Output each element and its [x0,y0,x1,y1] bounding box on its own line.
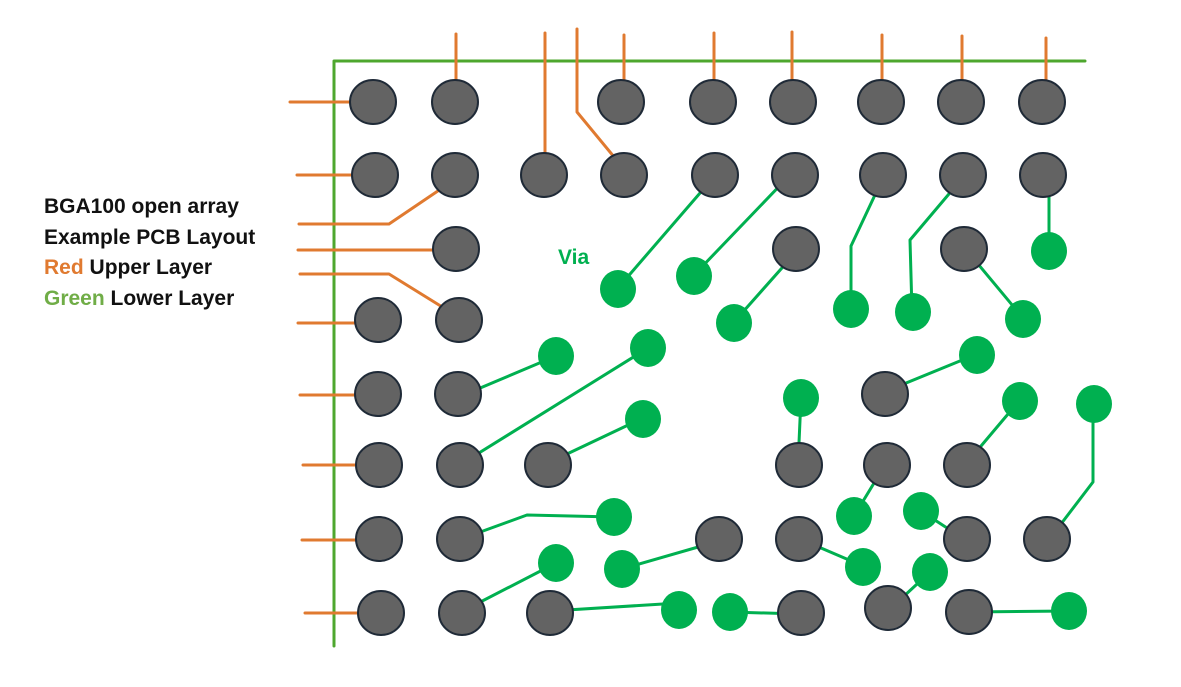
bga-ball [351,152,399,198]
via [1031,232,1067,270]
bga-ball [857,79,905,125]
legend-upper-keyword: Red [44,256,84,279]
bga-ball [1018,79,1066,125]
bga-ball [943,442,991,488]
upper-layer-trace [298,272,462,320]
legend-upper-layer: Red Upper Layer [44,253,255,284]
lower-layer-trace [849,178,884,311]
bga-ball [355,442,403,488]
via [895,293,931,331]
bga-ball [431,79,479,125]
via [625,400,661,438]
legend: BGA100 open array Example PCB Layout Red… [44,192,255,314]
bga-ball [355,516,403,562]
via [596,498,632,536]
bga-ball [526,590,574,636]
bga-ball [435,297,483,343]
bga-ball [772,226,820,272]
bga-ball [939,152,987,198]
bga-ball [436,442,484,488]
bga-ball [354,297,402,343]
lower-layer-trace [616,176,715,290]
upper-layer-trace [297,174,462,226]
legend-lower-layer: Green Lower Layer [44,284,255,315]
board-outline [332,59,1087,648]
bga-ball [775,442,823,488]
via [676,257,712,295]
upper-layer-trace [575,27,626,171]
bga-ball [434,371,482,417]
board-outline-edge [332,59,1087,648]
bga-ball [357,590,405,636]
via [783,379,819,417]
lower-layer-trace [459,513,616,541]
via [845,548,881,586]
bga-ball [861,371,909,417]
bga-ball [945,589,993,635]
bga-ball [775,516,823,562]
lower-layer-trace [1046,402,1095,543]
bga-ball [432,226,480,272]
lower-layer-trace [693,173,792,276]
via [1051,592,1087,630]
via [1002,382,1038,420]
via [716,304,752,342]
via [1005,300,1041,338]
via [1076,385,1112,423]
legend-title: BGA100 open array [44,195,239,218]
via [959,336,995,374]
bga-ball [940,226,988,272]
vias [538,232,1112,631]
bga-ball [864,585,912,631]
bga-ball [689,79,737,125]
bga-ball [354,371,402,417]
bga-ball [937,79,985,125]
bga-ball [597,79,645,125]
via [912,553,948,591]
bga-ball [863,442,911,488]
bga-ball [691,152,739,198]
lower-layer-trace [908,173,967,313]
bga-ball [695,516,743,562]
via [630,329,666,367]
bga-ball [349,79,397,125]
lower-layer-trace [464,346,650,463]
via [600,270,636,308]
bga-ball [859,152,907,198]
bga-ball [943,516,991,562]
bga-ball [436,516,484,562]
via [538,544,574,582]
legend-upper-text: Upper Layer [83,256,213,279]
upper-layer-traces [288,27,1048,615]
legend-lower-keyword: Green [44,286,105,310]
bga-ball [1023,516,1071,562]
bga-ball [771,152,819,198]
via [661,591,697,629]
bga-ball [520,152,568,198]
bga-ball [438,590,486,636]
bga-ball [600,152,648,198]
bga-ball [777,590,825,636]
bga-ball [1019,152,1067,198]
legend-lower-text: Lower Layer [104,286,235,310]
via-label: Via [558,246,590,269]
via [833,290,869,328]
bga-ball [524,442,572,488]
via [604,550,640,588]
via [538,337,574,375]
via [903,492,939,530]
bga-balls [349,79,1071,636]
via [836,497,872,535]
bga-ball [769,79,817,125]
legend-subtitle: Example PCB Layout [44,225,256,249]
via [712,593,748,631]
bga-ball [431,152,479,198]
